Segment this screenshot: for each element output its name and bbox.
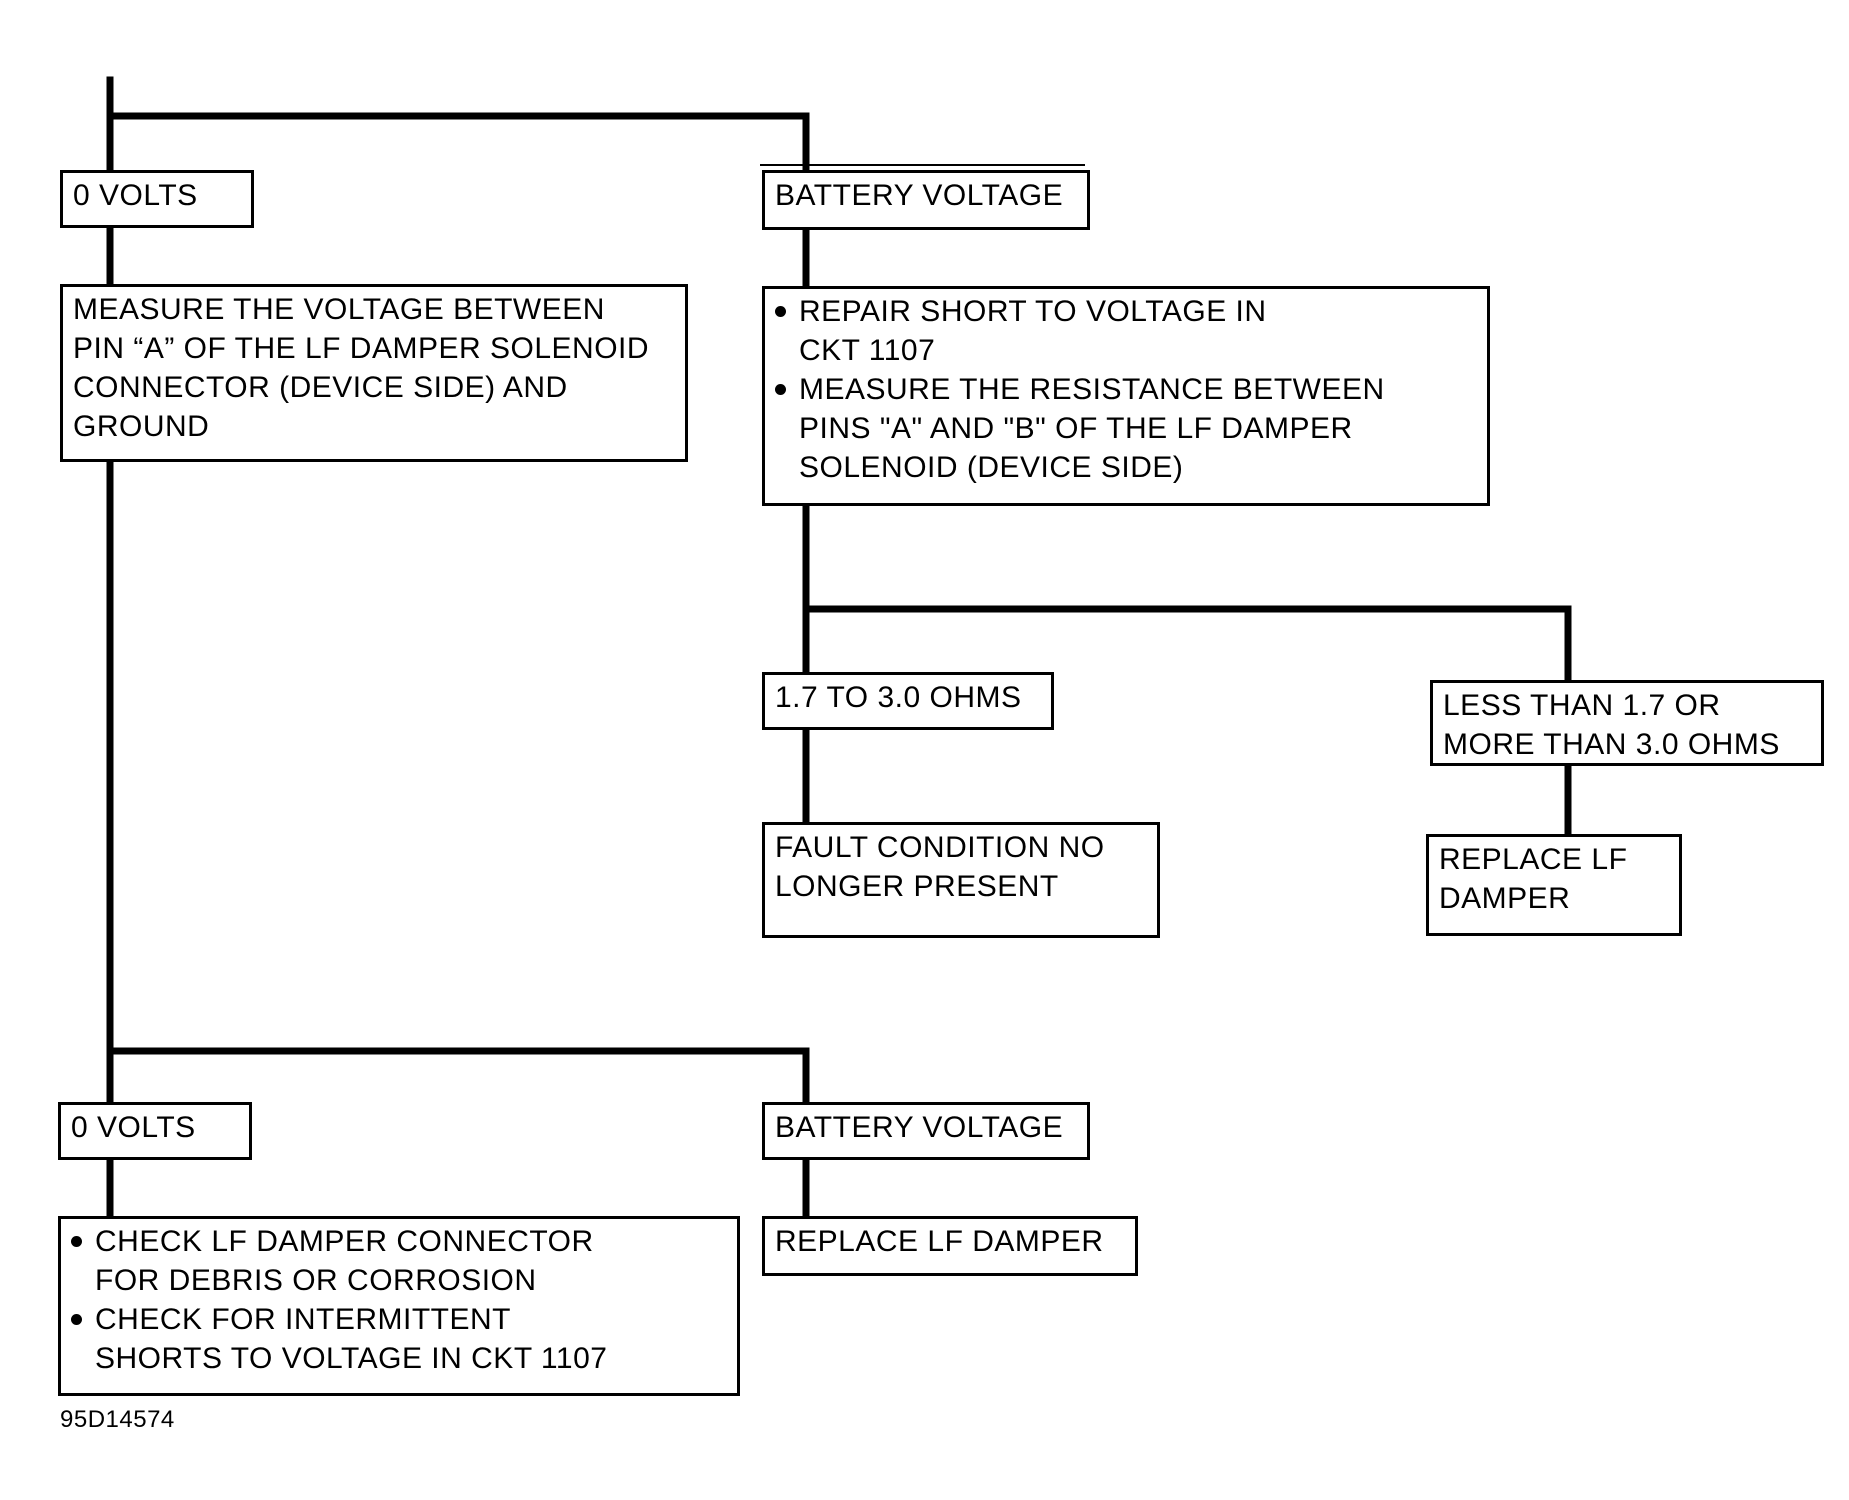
repair-bullet-2-line-3: SOLENOID (DEVICE SIDE) <box>799 451 1184 484</box>
bottom-battery-voltage-label: BATTERY VOLTAGE <box>775 1111 1064 1144</box>
bottom-battery-voltage-box: BATTERY VOLTAGE <box>762 1102 1090 1160</box>
replace-lower-label: REPLACE LF DAMPER <box>775 1225 1104 1258</box>
out-of-range-line-1: LESS THAN 1.7 OR <box>1443 689 1721 722</box>
figure-id: 95D14574 <box>60 1406 175 1433</box>
check-bullet-1-line-1: CHECK LF DAMPER CONNECTOR <box>95 1225 594 1258</box>
replace-damper-upper-box: REPLACE LF DAMPER <box>1426 834 1682 936</box>
measure-line-4: GROUND <box>73 410 210 443</box>
measure-line-1: MEASURE THE VOLTAGE BETWEEN <box>73 293 605 326</box>
repair-bullet-2-line-1: MEASURE THE RESISTANCE BETWEEN <box>799 373 1385 406</box>
top-battery-voltage-box: BATTERY VOLTAGE <box>762 170 1090 230</box>
repair-bullet-1: REPAIR SHORT TO VOLTAGE IN CKT 1107 <box>775 292 1477 370</box>
check-step-box: CHECK LF DAMPER CONNECTOR FOR DEBRIS OR … <box>58 1216 740 1396</box>
measure-line-2: PIN “A” OF THE LF DAMPER SOLENOID <box>73 332 650 365</box>
check-bullet-2-line-2: SHORTS TO VOLTAGE IN CKT 1107 <box>95 1342 608 1375</box>
in-range-ohms-box: 1.7 TO 3.0 OHMS <box>762 672 1054 730</box>
replace-upper-line-1: REPLACE LF <box>1439 843 1628 876</box>
top-battery-voltage-label: BATTERY VOLTAGE <box>775 179 1064 212</box>
check-bullet-1: CHECK LF DAMPER CONNECTOR FOR DEBRIS OR … <box>71 1222 727 1300</box>
measure-line-3: CONNECTOR (DEVICE SIDE) AND <box>73 371 568 404</box>
bottom-zero-volts-box: 0 VOLTS <box>58 1102 252 1160</box>
fault-line-2: LONGER PRESENT <box>775 870 1059 903</box>
out-of-range-ohms-box: LESS THAN 1.7 OR MORE THAN 3.0 OHMS <box>1430 680 1824 766</box>
repair-bullet-1-line-1: REPAIR SHORT TO VOLTAGE IN <box>799 295 1267 328</box>
bottom-zero-volts-label: 0 VOLTS <box>71 1111 196 1144</box>
replace-damper-lower-box: REPLACE LF DAMPER <box>762 1216 1138 1276</box>
repair-step-box: REPAIR SHORT TO VOLTAGE IN CKT 1107 MEAS… <box>762 286 1490 506</box>
out-of-range-line-2: MORE THAN 3.0 OHMS <box>1443 728 1780 761</box>
in-range-ohms-label: 1.7 TO 3.0 OHMS <box>775 681 1022 714</box>
repair-bullet-2-line-2: PINS "A" AND "B" OF THE LF DAMPER <box>799 412 1353 445</box>
fault-line-1: FAULT CONDITION NO <box>775 831 1105 864</box>
top-zero-volts-label: 0 VOLTS <box>73 179 198 212</box>
bullet-icon <box>775 306 786 317</box>
check-bullet-2: CHECK FOR INTERMITTENT SHORTS TO VOLTAGE… <box>71 1300 727 1378</box>
measure-voltage-box: MEASURE THE VOLTAGE BETWEEN PIN “A” OF T… <box>60 284 688 462</box>
fault-result-box: FAULT CONDITION NO LONGER PRESENT <box>762 822 1160 938</box>
replace-upper-line-2: DAMPER <box>1439 882 1571 915</box>
check-bullet-1-line-2: FOR DEBRIS OR CORROSION <box>95 1264 537 1297</box>
top-zero-volts-box: 0 VOLTS <box>60 170 254 228</box>
bullet-icon <box>775 384 786 395</box>
bullet-icon <box>71 1314 82 1325</box>
repair-bullet-2: MEASURE THE RESISTANCE BETWEEN PINS "A" … <box>775 370 1477 487</box>
repair-bullet-1-line-2: CKT 1107 <box>799 334 936 367</box>
bullet-icon <box>71 1236 82 1247</box>
check-bullet-2-line-1: CHECK FOR INTERMITTENT <box>95 1303 511 1336</box>
